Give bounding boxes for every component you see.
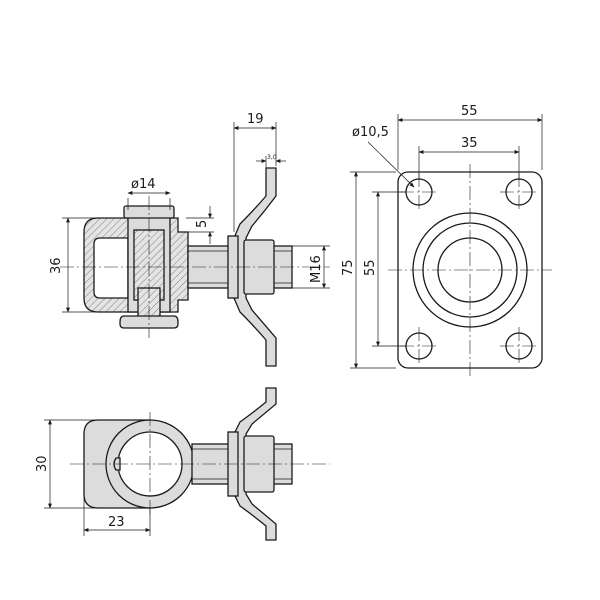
- mount-plate-profile: [233, 167, 277, 367]
- section-view: ø14 36 5 19 3,0 M16: [49, 112, 330, 367]
- dim-plate-height-75: 75: [341, 259, 356, 276]
- dim-pin-diameter: ø14: [131, 177, 156, 192]
- dim-eye-length-23: 23: [108, 515, 125, 530]
- dim-hole-spacing-55: 55: [363, 259, 378, 276]
- plate-front-view: 55 35 ø10,5 75 55: [341, 104, 552, 376]
- dim-hole-diameter: ø10,5: [352, 125, 389, 140]
- pin-washer: [119, 315, 179, 329]
- top-view: 30 23: [35, 387, 330, 541]
- dim-hole-spacing-35: 35: [461, 136, 478, 151]
- dim-offset-19: 19: [247, 112, 264, 127]
- dim-plate-thickness: 3,0: [267, 154, 277, 161]
- eye-slot: [93, 237, 129, 299]
- dim-thread-m16: M16: [309, 255, 324, 283]
- mount-plate-profile-top: [233, 387, 277, 541]
- dim-plate-width-55: 55: [461, 104, 478, 119]
- dim-height-36: 36: [49, 257, 64, 274]
- dim-gap-5: 5: [195, 220, 210, 228]
- dim-eye-height-30: 30: [35, 455, 50, 472]
